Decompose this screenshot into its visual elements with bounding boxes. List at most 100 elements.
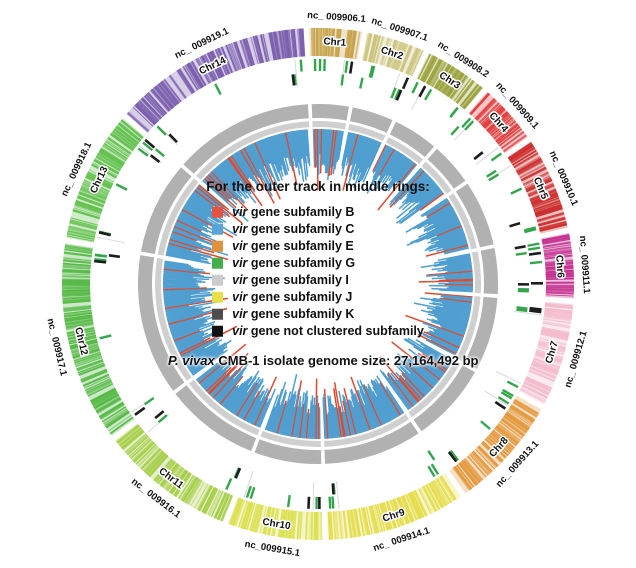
chromosome-stripe (406, 493, 420, 520)
vir-gene-tick-black (494, 400, 507, 410)
gray-ring-inner (456, 296, 481, 361)
hist-bar-blue (433, 259, 472, 268)
chromosome-stripe (513, 399, 539, 415)
chromosome-stripe (455, 79, 474, 104)
vir-gene-tick-green (411, 81, 419, 94)
chromosome-stripe (441, 68, 458, 94)
hist-bar-blue (379, 149, 397, 177)
hist-bar-blue (438, 257, 471, 265)
chromosome-stripe (543, 313, 572, 319)
hist-bar-blue (372, 380, 396, 420)
chromosome-stripe (289, 510, 295, 539)
vir-gene-tick-black (514, 245, 526, 250)
chromosome-stripe (80, 186, 108, 199)
chromosome-stripe (126, 435, 148, 455)
hist-bar-blue (180, 211, 209, 227)
hist-bar-red (438, 278, 473, 282)
hist-bar-blue (229, 155, 256, 193)
hist-bar-blue (165, 254, 211, 265)
hist-bar-blue (414, 183, 437, 203)
hist-bar-blue (213, 368, 242, 400)
hist-bar-blue (417, 357, 443, 378)
hist-bar-blue (425, 200, 450, 217)
chromosome-stripe (481, 105, 503, 127)
hist-bar-blue (356, 138, 372, 176)
chromosome-stripe (389, 499, 400, 528)
hist-bar-blue (390, 372, 417, 405)
chromosome-stripe (284, 30, 290, 59)
hist-bar-red (378, 148, 395, 176)
chromosome-stripe (283, 30, 290, 59)
chromosome-stripe (523, 173, 550, 186)
chromosome-stripe (250, 503, 260, 532)
hist-bar-blue (363, 384, 384, 426)
chromosome-stripe (394, 42, 406, 70)
chromosome-stripe (81, 370, 108, 383)
hist-bar-red (424, 292, 473, 298)
hist-bar-blue (163, 294, 191, 299)
chromosome-stripe (144, 451, 165, 474)
chromosome-stripe (413, 490, 427, 517)
chromosome-stripe (68, 336, 97, 344)
hist-bar-blue (431, 320, 466, 334)
hist-bar-blue (175, 333, 205, 347)
hist-bar-red (342, 400, 352, 436)
chromosome-stripe (136, 102, 158, 124)
chromosome-stripe (95, 155, 121, 172)
hist-bar-red (205, 366, 232, 392)
hist-bar-red (173, 225, 217, 245)
hist-bar-blue (436, 241, 468, 252)
hist-bar-blue (271, 404, 282, 433)
chromosome-stripe (487, 113, 510, 134)
hist-bar-blue (288, 131, 298, 168)
hist-bar-blue (292, 130, 300, 163)
hist-bar-red (235, 382, 258, 417)
chromosome-stripe (412, 491, 425, 518)
chromosome-stripe (543, 315, 572, 322)
hist-bar-red (228, 156, 253, 190)
genome-size-label: P. vivax CMB-1 isolate genome size: 27,1… (168, 352, 478, 367)
hist-bar-blue (336, 130, 343, 163)
hist-bar-blue (209, 374, 231, 396)
chromosome-stripe (287, 510, 293, 539)
chromosome-stripe (545, 261, 574, 266)
hist-bar-blue (273, 391, 288, 433)
hist-bar-blue (431, 299, 472, 308)
hist-bar-blue (196, 362, 220, 382)
chromosome-stripe (368, 506, 376, 534)
chromosome-stripe (297, 511, 302, 540)
chromosome-stripe (340, 510, 344, 539)
chromosome-stripe (204, 488, 219, 515)
hist-bar-blue (416, 358, 442, 379)
chromosome-stripe (523, 380, 550, 395)
chromosome-stripe (153, 458, 173, 482)
hist-bar-blue (300, 129, 306, 164)
chromosome-stripe (140, 448, 162, 470)
chromosome-stripe (507, 409, 532, 427)
hist-bar-blue (337, 130, 344, 160)
chromosome-stripe (159, 463, 179, 487)
hist-bar-blue (343, 411, 350, 436)
chromosome-stripe (477, 445, 499, 468)
hist-bar-blue (177, 217, 209, 233)
vir-gene-tick-green (490, 152, 502, 162)
hist-bar-blue (188, 197, 227, 224)
chromosome-stripe (429, 482, 444, 508)
chromosome-stripe (185, 478, 201, 504)
chromosome-stripe (187, 479, 203, 505)
chromosome-stripe (328, 28, 332, 57)
chromosome-stripe (532, 197, 560, 208)
chromosome-stripe (364, 33, 372, 62)
hist-bar-blue (224, 380, 247, 409)
hist-bar-blue (178, 215, 215, 235)
chromosome-stripe (66, 233, 95, 240)
hist-bar-blue (163, 271, 201, 276)
hist-bar-blue (407, 337, 452, 365)
hist-bar-blue (370, 379, 395, 420)
legend-label: vir gene subfamily B (232, 204, 355, 219)
chromosome-stripe (375, 36, 385, 64)
hist-bar-blue (443, 243, 468, 252)
chromosome-stripe (532, 360, 559, 372)
hist-bar-blue (396, 361, 429, 394)
hist-bar-blue (187, 198, 214, 216)
